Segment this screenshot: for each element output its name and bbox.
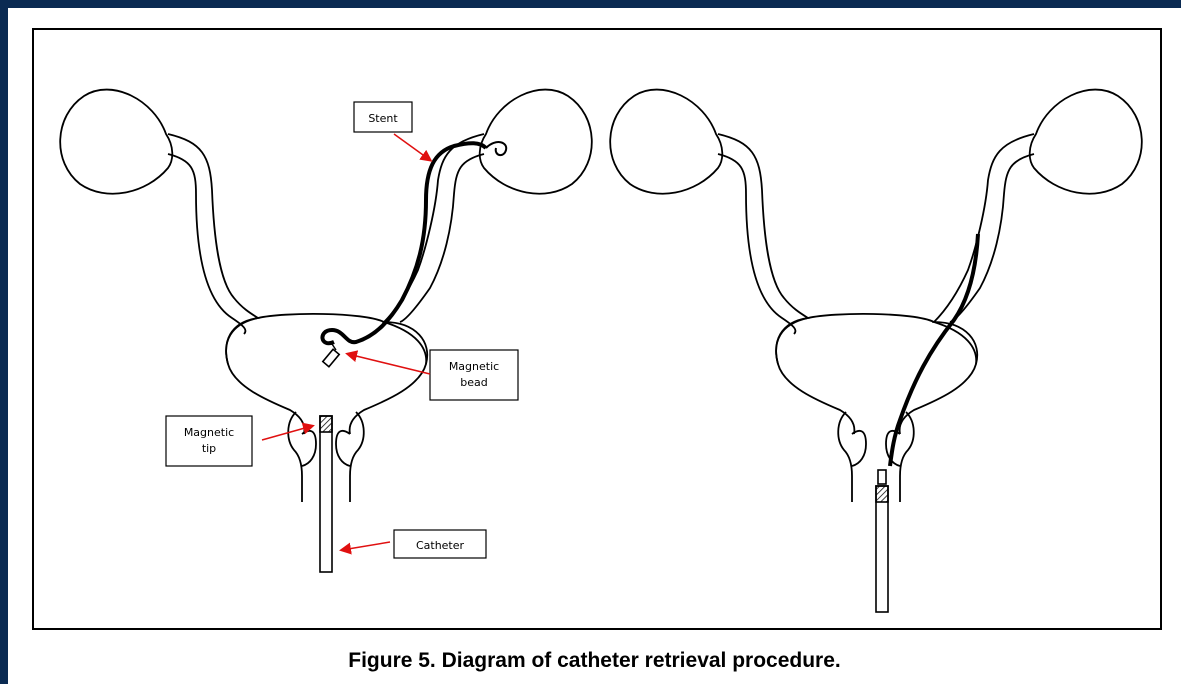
svg-text:bead: bead	[460, 376, 487, 389]
left-urethra-right-wall	[350, 412, 364, 502]
right-bladder-base	[776, 314, 976, 364]
arrow-stent	[394, 134, 430, 160]
right-urethra-bulge-left	[852, 431, 866, 466]
arrow-catheter	[342, 542, 390, 550]
svg-text:Catheter: Catheter	[416, 539, 465, 552]
left-urethra-bulge-left	[302, 431, 316, 466]
label-magnetic-bead: Magnetic bead	[430, 350, 518, 400]
figure-caption: Figure 5. Diagram of catheter retrieval …	[8, 649, 1181, 673]
diagram-svg: Stent Magnetic bead Magnetic tip Cathete…	[34, 30, 1160, 628]
left-kidney-a	[60, 90, 172, 194]
svg-text:Magnetic: Magnetic	[449, 360, 499, 373]
right-stent	[890, 234, 978, 466]
left-catheter	[320, 416, 332, 572]
svg-text:Magnetic: Magnetic	[184, 426, 234, 439]
label-stent: Stent	[354, 102, 412, 132]
arrow-magnetic-bead	[348, 354, 430, 374]
label-magnetic-tip: Magnetic tip	[166, 416, 252, 466]
svg-text:Stent: Stent	[368, 112, 398, 125]
right-urethra-left-wall	[838, 412, 852, 502]
right-kidney-b	[1030, 90, 1142, 194]
left-stent	[322, 142, 506, 367]
diagram-frame: Stent Magnetic bead Magnetic tip Cathete…	[32, 28, 1162, 630]
label-catheter: Catheter	[394, 530, 486, 558]
right-kidney-a	[610, 90, 722, 194]
right-catheter	[876, 470, 888, 612]
svg-text:tip: tip	[202, 442, 216, 455]
right-urinary-system	[610, 90, 1142, 502]
figure-card: Stent Magnetic bead Magnetic tip Cathete…	[8, 8, 1181, 684]
left-urethra-left-wall	[288, 412, 302, 502]
right-urethra-right-wall	[900, 412, 914, 502]
left-urethra-bulge-right	[336, 431, 350, 466]
right-bladder-outline	[718, 134, 1034, 434]
